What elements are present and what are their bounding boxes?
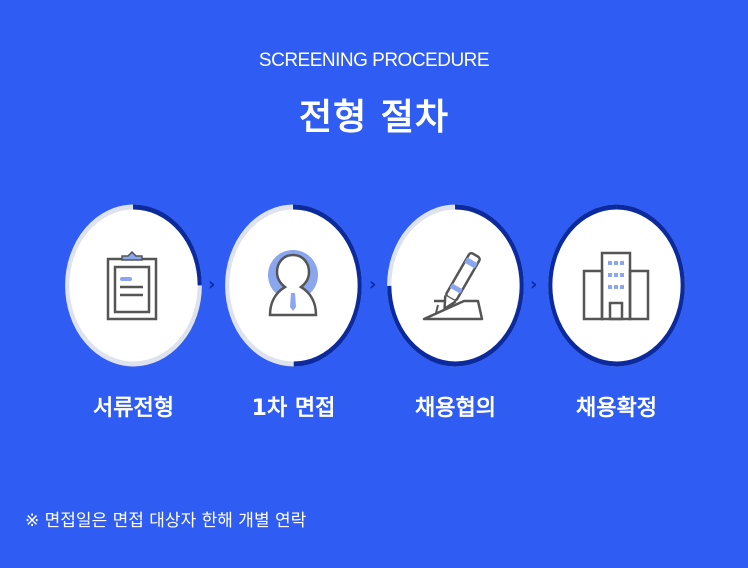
page-title: 전형 절차: [298, 97, 449, 138]
building-icon: [582, 251, 650, 321]
chevron-right-icon: ›: [208, 274, 216, 295]
interviewer-icon: [268, 250, 318, 317]
chevron-right-icon: ›: [530, 274, 538, 295]
step-hiring-negotiation: [385, 202, 526, 369]
step-document-screening: [63, 202, 204, 369]
step-label: 서류전형: [93, 396, 174, 421]
step-hiring-confirmed: [546, 202, 687, 369]
step-label: 채용확정: [576, 396, 657, 421]
progress-ring: [65, 204, 202, 367]
chevron-right-icon: ›: [369, 274, 377, 295]
pen-signing-icon: [422, 252, 484, 321]
footnote: ※ 면접일은 면접 대상자 한해 개별 연락: [25, 511, 307, 531]
page-subtitle: SCREENING PROCEDURE: [258, 50, 490, 71]
step-label: 1차 면접: [251, 396, 336, 421]
step-label: 채용협의: [415, 396, 496, 421]
step-first-interview: [223, 202, 364, 369]
clipboard-icon: [106, 250, 158, 321]
